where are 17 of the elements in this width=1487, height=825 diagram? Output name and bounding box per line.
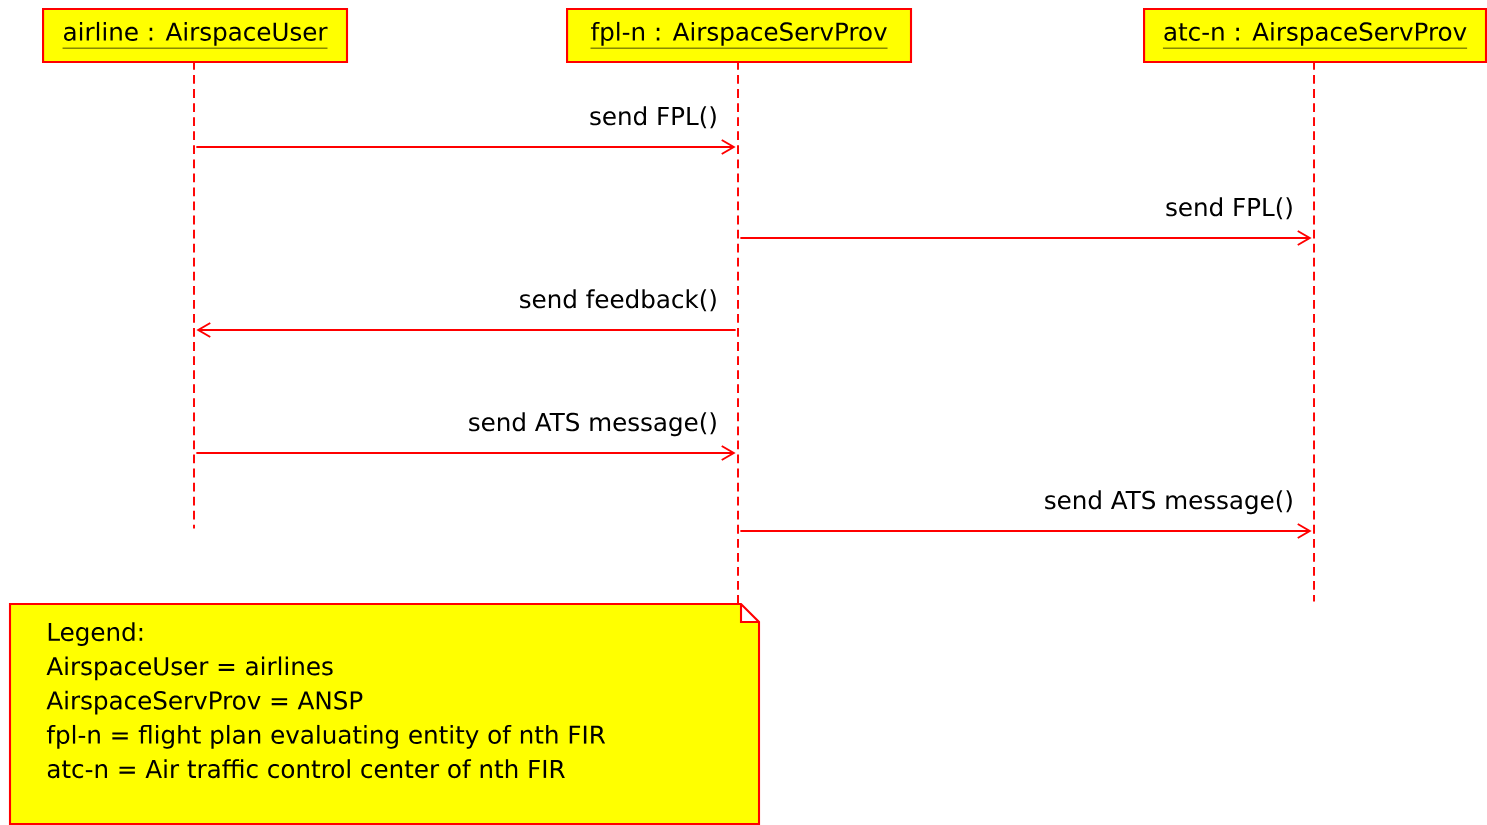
message-arrow — [195, 139, 736, 155]
message-arrow — [739, 523, 1312, 539]
message-label: send ATS message() — [469, 412, 716, 437]
message-label: send FPL() — [1166, 197, 1292, 220]
message-arrow — [196, 322, 737, 338]
lifeline — [193, 60, 195, 530]
lifeline-head: airline : AirspaceUser — [42, 8, 349, 64]
lifeline — [1313, 60, 1315, 603]
lifeline-head: atc-n : AirspaceServProv — [1143, 8, 1487, 64]
lifeline-head: fpl-n : AirspaceServProv — [566, 8, 913, 64]
message-label: send ATS message() — [1045, 490, 1292, 515]
message-arrow — [739, 230, 1312, 246]
note: Legend: AirspaceUser = airlines AirspaceServProv = ANSP fpl-n = flight plan evaluating entity of nth FIR atc-n = Air traffic control center of nth FIR — [8, 602, 761, 825]
message-arrow — [195, 445, 736, 461]
message-label: send FPL() — [590, 106, 716, 129]
lifeline — [737, 60, 739, 605]
message-label: send feedback() — [520, 289, 716, 312]
